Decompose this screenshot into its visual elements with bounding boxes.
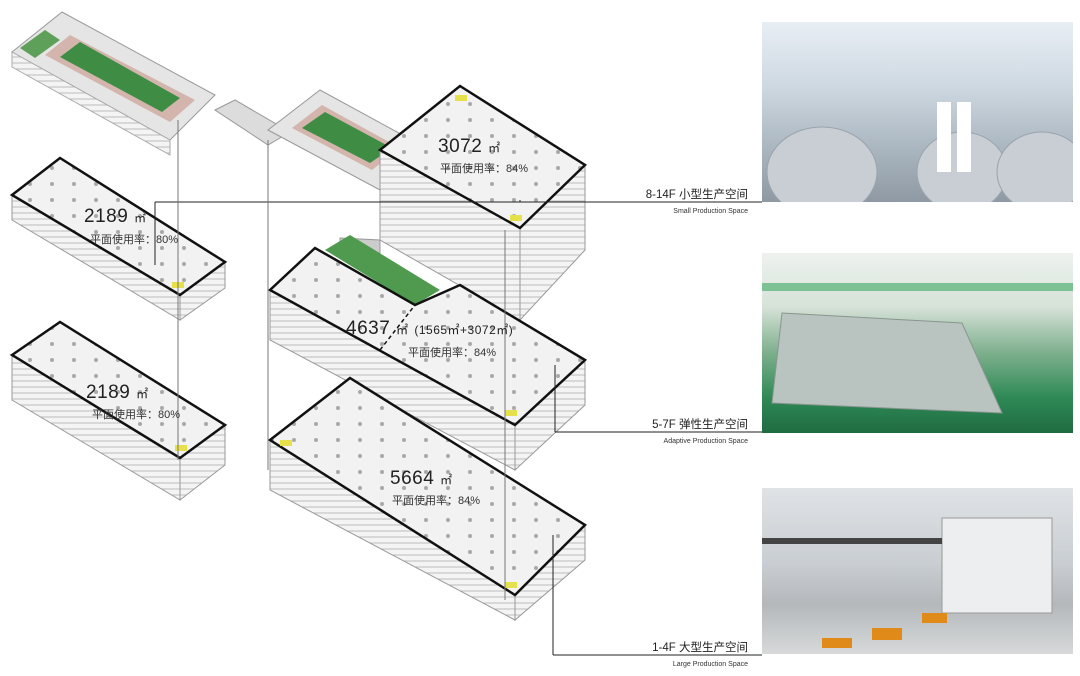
space-label-small: 8-14F 小型生产空间 Small Production Space xyxy=(645,189,748,215)
space-label-adaptive: 5-7F 弹性生产空间 Adaptive Production Space xyxy=(652,419,748,445)
plate-3072 xyxy=(377,84,588,322)
photo-press-workshop xyxy=(762,488,1073,654)
area-label: 5664 ㎡ xyxy=(390,468,453,489)
area-label: 3072 ㎡ xyxy=(438,136,501,157)
space-label-large: 1-4F 大型生产空间 Large Production Space xyxy=(652,642,748,668)
leader-lines xyxy=(154,120,762,656)
plate-5664 xyxy=(267,376,587,622)
area-label: 2189 ㎡ xyxy=(86,382,149,403)
area-label: 2189 ㎡ xyxy=(84,206,147,227)
usage-rate: 平面使用率：84% xyxy=(440,163,529,175)
plate-2189-upper xyxy=(9,156,228,321)
area-label: 4637 ㎡ (1565㎡+3072㎡) xyxy=(346,318,514,339)
photo-assembly-line xyxy=(762,253,1073,433)
usage-rate: 平面使用率：84% xyxy=(408,347,497,359)
usage-rate: 平面使用率：80% xyxy=(90,234,179,246)
plate-2189-lower xyxy=(9,320,228,502)
usage-rate: 平面使用率：80% xyxy=(92,409,181,421)
plate-4637 xyxy=(267,235,588,472)
photo-clean-room xyxy=(762,22,1073,202)
usage-rate: 平面使用率：84% xyxy=(392,495,481,507)
roof-west xyxy=(11,11,216,156)
